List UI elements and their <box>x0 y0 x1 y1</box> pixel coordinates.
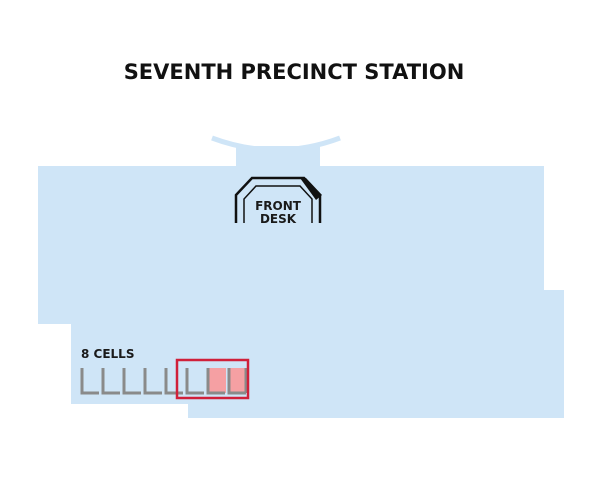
cells-highlight-box <box>175 358 250 400</box>
station-floor-area <box>38 146 564 418</box>
cell-outline <box>185 368 204 395</box>
cell-highlight-fill <box>209 368 226 393</box>
front-desk-outline <box>234 176 322 223</box>
cell <box>227 368 247 395</box>
front-desk-inner-outline <box>243 185 313 223</box>
front-desk-label-line2: DESK <box>260 212 297 226</box>
cells-label: 8 CELLS <box>81 347 134 361</box>
front-desk-counter <box>300 178 322 200</box>
cell <box>80 368 99 395</box>
cell-outline <box>122 368 141 395</box>
cell <box>206 368 226 395</box>
floor-plan <box>38 135 564 418</box>
cell-outline <box>206 368 225 395</box>
front-desk-label-line1: FRONT <box>255 199 302 213</box>
cell <box>122 368 141 395</box>
cell-outline <box>143 368 162 395</box>
cell-outline <box>101 368 120 395</box>
cell <box>143 368 162 395</box>
cell <box>101 368 120 395</box>
cell-outline <box>227 368 246 395</box>
cell-highlight-fill <box>230 368 247 393</box>
front-desk: FRONT DESK <box>234 176 322 226</box>
cell <box>185 368 204 395</box>
page-title: SEVENTH PRECINCT STATION <box>124 60 465 84</box>
cell-outline <box>80 368 99 395</box>
